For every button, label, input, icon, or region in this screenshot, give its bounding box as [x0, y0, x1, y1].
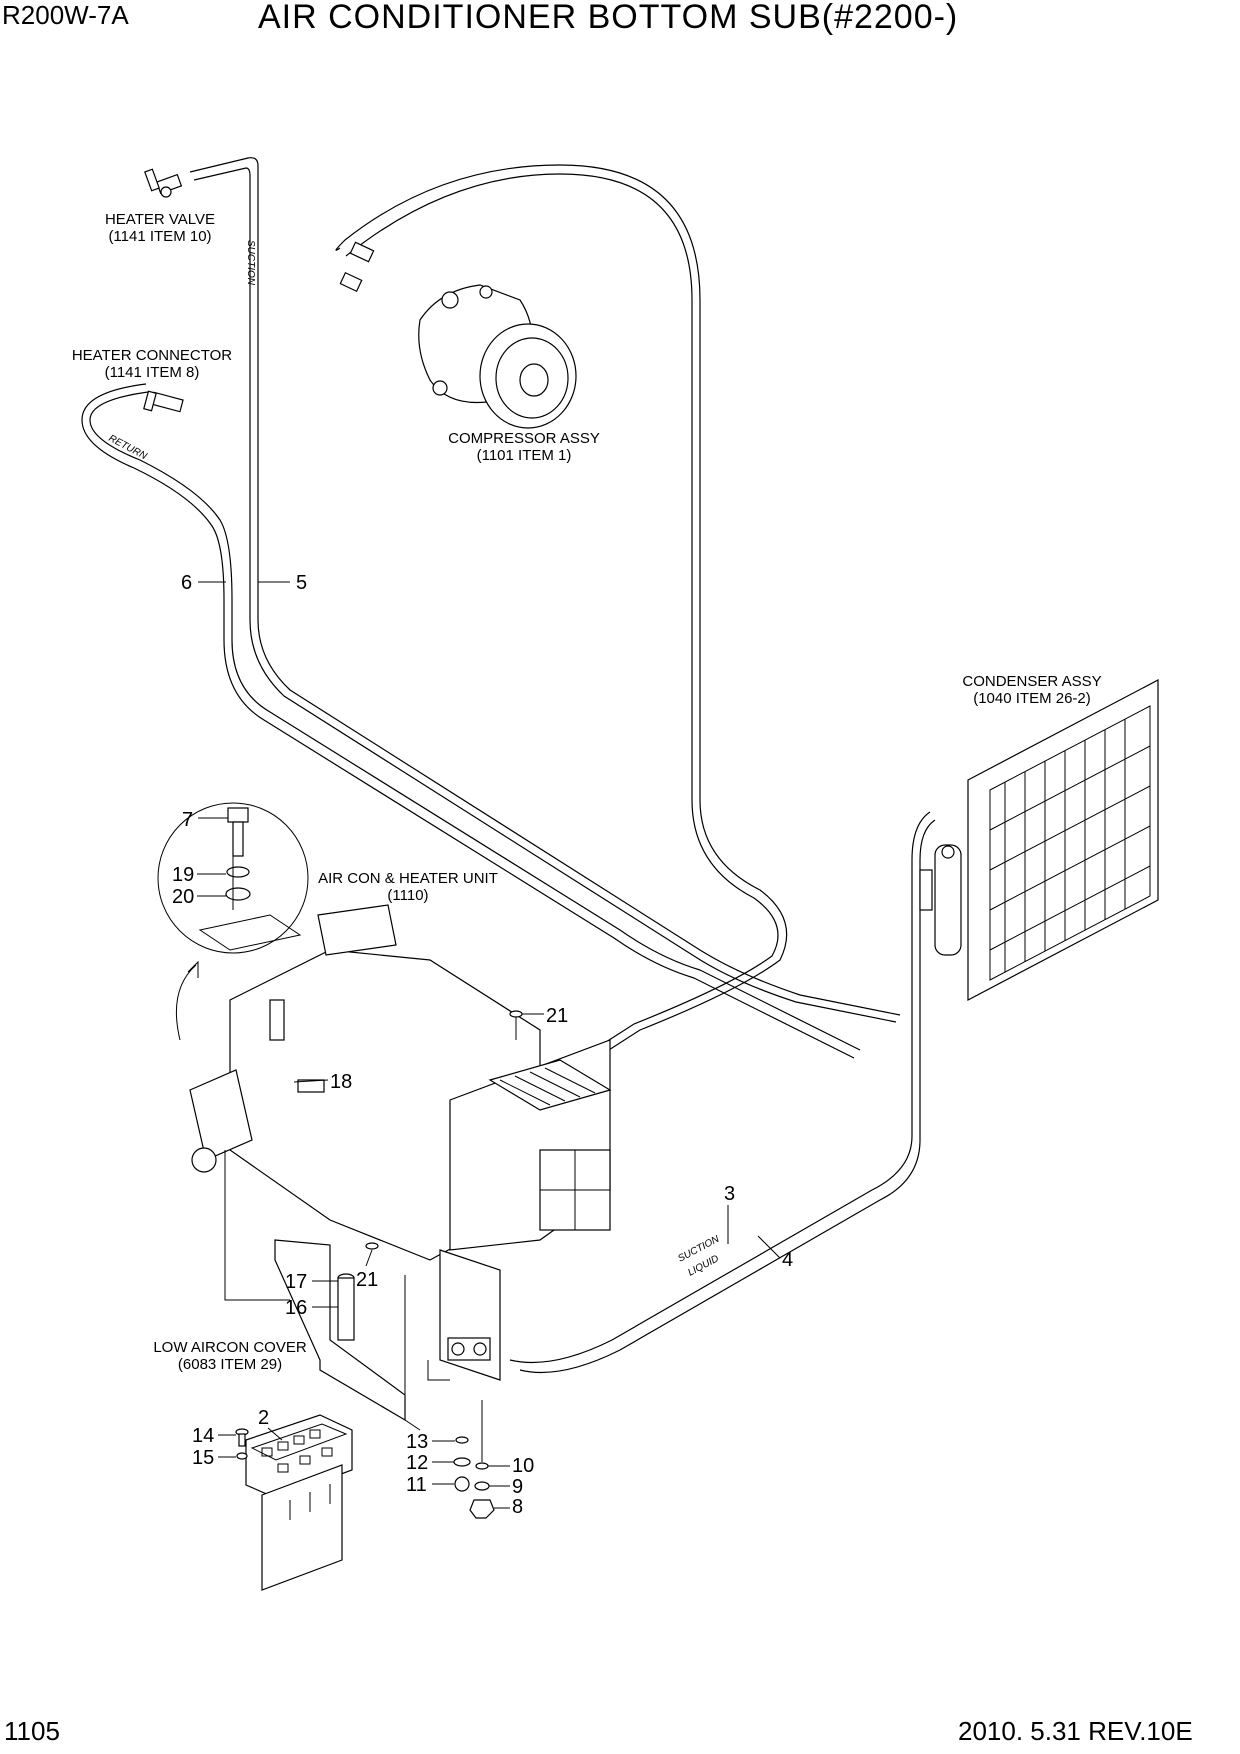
callout-6: 6	[181, 572, 192, 594]
hose-3-4	[509, 811, 936, 1374]
control-panel	[245, 1414, 353, 1591]
screw-14-15	[235, 1428, 249, 1460]
callout-20: 20	[172, 886, 194, 908]
callout-18: 18	[330, 1071, 352, 1093]
part-16-17	[337, 1273, 355, 1341]
aircon-heater-unit	[189, 904, 612, 1381]
compressor-ref: (1101 ITEM 1)	[477, 447, 572, 464]
low-cover-ref: (6083 ITEM 29)	[178, 1356, 282, 1373]
hose-compressor-loop	[335, 164, 788, 1181]
callout-7: 7	[182, 809, 193, 831]
callout-3: 3	[724, 1183, 735, 1205]
heater-valve	[144, 168, 183, 198]
page-number: 1105	[4, 1716, 60, 1746]
bolt-21-bottom	[365, 1242, 379, 1250]
hose-5	[189, 157, 901, 1023]
aircon-unit-ref: (1110)	[387, 887, 428, 904]
heater-valve-ref: (1141 ITEM 10)	[108, 228, 211, 245]
detail-bolt-circle	[157, 802, 309, 954]
callout-2: 2	[258, 1407, 269, 1429]
aircon-unit-label: AIR CON & HEATER UNIT	[318, 870, 498, 887]
callout-5: 5	[296, 572, 307, 594]
page-title: AIR CONDITIONER BOTTOM SUB(#2200-)	[258, 0, 959, 36]
callout-9: 9	[512, 1476, 523, 1498]
heater-connector-ref: (1141 ITEM 8)	[105, 364, 200, 381]
low-aircon-cover	[224, 1150, 421, 1431]
callout-21-top: 21	[546, 1005, 568, 1027]
condenser-ref: (1040 ITEM 26-2)	[973, 690, 1091, 707]
callout-11: 11	[406, 1474, 427, 1496]
fastener-stack-8-13	[453, 1400, 495, 1519]
heater-connector-label: HEATER CONNECTOR	[72, 347, 232, 364]
pipe-fittings	[427, 1337, 491, 1381]
callout-8: 8	[512, 1496, 523, 1518]
compressor-label: COMPRESSOR ASSY	[448, 430, 600, 447]
callout-17: 17	[285, 1271, 307, 1293]
callout-19: 19	[172, 864, 194, 886]
callout-12: 12	[406, 1452, 428, 1474]
rotate-arrow	[175, 960, 199, 1041]
callout-21-bottom: 21	[356, 1269, 378, 1291]
heater-valve-label: HEATER VALVE	[105, 211, 215, 228]
callout-10: 10	[512, 1455, 534, 1477]
condenser	[919, 679, 1159, 1001]
compressor	[339, 241, 577, 429]
callout-4: 4	[782, 1249, 793, 1271]
suction-marking-top: SUCTION	[245, 240, 256, 286]
callout-15: 15	[192, 1447, 214, 1469]
condenser-label: CONDENSER ASSY	[962, 673, 1101, 690]
hose-6	[81, 383, 861, 1059]
callout-16: 16	[285, 1297, 307, 1319]
callout-13: 13	[406, 1431, 428, 1453]
model-number: R200W-7A	[2, 0, 129, 30]
callout-14: 14	[192, 1425, 214, 1447]
revision-date: 2010. 5.31 REV.10E	[958, 1716, 1193, 1746]
heater-connector	[143, 390, 184, 413]
low-cover-label: LOW AIRCON COVER	[153, 1339, 307, 1356]
